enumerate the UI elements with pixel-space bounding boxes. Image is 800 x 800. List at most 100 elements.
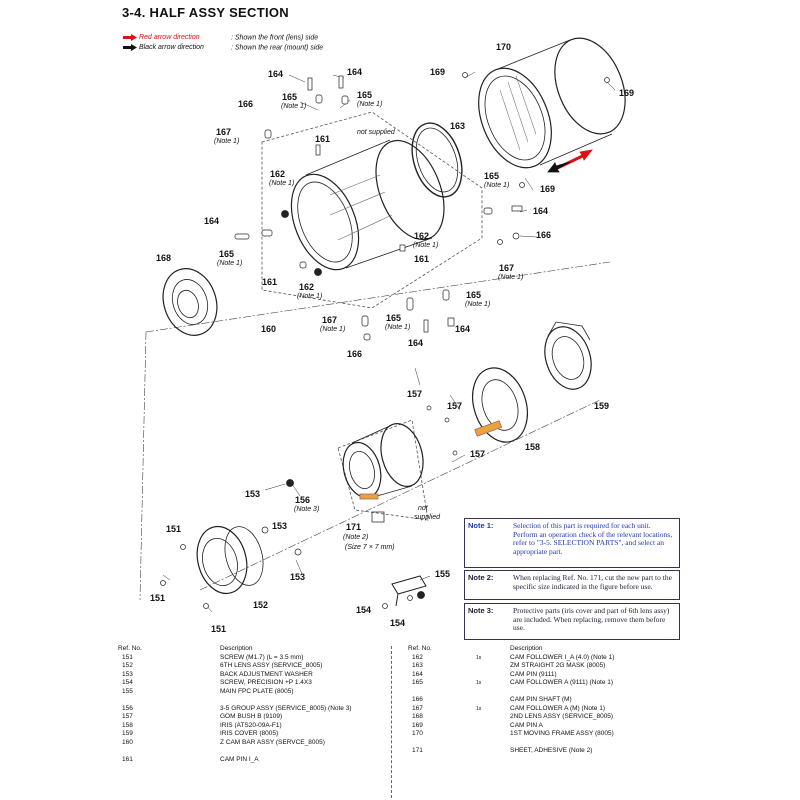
part-158-iris	[472, 367, 528, 443]
note-2-text: When replacing Ref. No. 171, cut the new…	[513, 573, 672, 591]
not-supplied-a: not supplied	[357, 129, 395, 136]
part-160-cam-barrel	[290, 139, 445, 271]
note-2-label: Note 2:	[468, 573, 494, 582]
callout-151-a: 151	[166, 524, 182, 534]
callout-165-a: 165	[282, 92, 298, 102]
part-description: CAM FOLLOWER I_A (4.0) (Note 1)	[510, 653, 615, 661]
legend-black-desc: : Shown the rear (mount) side	[230, 44, 324, 52]
callout-151-c: 151	[211, 624, 227, 634]
part-ref-no: 154	[122, 679, 133, 686]
part-ref-no: 153	[122, 670, 133, 678]
legend-red-desc: : Shown the front (lens) side	[230, 34, 319, 42]
callout-165-e: 165	[466, 290, 482, 300]
note-167-b: (Note 1)	[498, 274, 524, 281]
callout-157-b: 157	[447, 401, 463, 411]
callout-152: 152	[253, 600, 269, 610]
callout-169-b: 169	[619, 88, 635, 98]
note-box-2: Note 2: When replacing Ref. No. 171, cut…	[464, 570, 680, 600]
header-description: Description	[220, 645, 253, 652]
part-description: CAM PIN (9111)	[510, 670, 557, 678]
part-ref-no: 167	[412, 704, 423, 712]
note-162-c: (Note 1)	[297, 293, 323, 300]
supplied-label-b: supplied	[414, 514, 441, 521]
part-ref-no: 165	[412, 679, 423, 686]
note-162-a: (Note 1)	[269, 180, 295, 187]
note-3-text: Protective parts (iris cover and part of…	[513, 606, 670, 633]
note-167-c: (Note 1)	[320, 326, 346, 333]
callout-162-b: 162	[414, 231, 430, 241]
callout-165-c: 165	[484, 171, 500, 181]
note-162-b: (Note 1)	[413, 242, 439, 249]
parts-table-divider	[391, 646, 392, 798]
note-165-d: (Note 1)	[217, 260, 243, 267]
header-ref-no: Ref. No.	[118, 645, 142, 652]
note-171: (Note 2)	[343, 534, 369, 541]
legend-red-row: Red arrow direction: Shown the front (le…	[123, 34, 318, 41]
part-168-lens	[162, 268, 218, 336]
part-description: SCREW (M1.7) (L = 3.5 mm)	[220, 653, 304, 661]
callout-166-b: 166	[536, 230, 552, 240]
callout-166-c: 166	[347, 349, 363, 359]
part-description: CAM PIN SHAFT (M)	[510, 696, 572, 703]
parts-row	[118, 747, 388, 756]
part-ref-no: 151	[122, 653, 133, 661]
callout-161-c: 161	[262, 277, 278, 287]
part-mark: 1s	[476, 680, 482, 686]
part-ref-no: 164	[412, 670, 423, 678]
part-170-barrel	[478, 37, 626, 169]
part-ref-no: 163	[412, 662, 423, 669]
red-arrow-icon	[123, 34, 137, 41]
callout-156: 156	[295, 495, 311, 505]
callout-167-b: 167	[499, 263, 515, 273]
note-1-text: Selection of this part is required for e…	[513, 521, 673, 556]
parts-row	[408, 739, 678, 748]
callout-151-b: 151	[150, 593, 166, 603]
callout-160: 160	[261, 324, 277, 334]
callout-157-a: 157	[407, 389, 423, 399]
part-description: BACK ADJUSTMENT WASHER	[220, 670, 313, 678]
part-156-group-assy	[337, 419, 429, 523]
note-165-e: (Note 1)	[465, 301, 491, 308]
callout-168: 168	[156, 253, 172, 263]
size-171: (Size 7 × 7 mm)	[345, 544, 395, 551]
part-description: ZM STRAIGHT 2G MASK (8005)	[510, 662, 606, 669]
parts-row: 163 ZM STRAIGHT 2G MASK (8005)	[408, 662, 678, 671]
part-ref-no: 168	[412, 713, 423, 720]
callout-153-c: 153	[290, 572, 306, 582]
note-165-f: (Note 1)	[385, 324, 411, 331]
header-description: Description	[510, 645, 543, 652]
callout-165-d: 165	[219, 249, 235, 259]
part-ref-no: 162	[412, 653, 423, 661]
note-1-label: Note 1:	[468, 521, 494, 530]
parts-row: 151 SCREW (M1.7) (L = 3.5 mm)	[118, 654, 388, 663]
part-description: 6TH LENS ASSY (SERVICE_8005)	[220, 662, 323, 669]
part-description: Z CAM BAR ASSY (SERVCE_8005)	[220, 738, 325, 746]
callout-161-a: 161	[315, 134, 331, 144]
callout-166-a: 166	[238, 99, 254, 109]
note-167-a: (Note 1)	[214, 138, 240, 145]
callout-167-a: 167	[216, 127, 232, 137]
exploded-diagram	[139, 37, 626, 613]
part-ref-no: 156	[122, 704, 133, 712]
part-description: MAIN FPC PLATE (8005)	[220, 687, 294, 695]
callout-158: 158	[525, 442, 541, 452]
callout-153-b: 153	[272, 521, 288, 531]
callout-171: 171	[346, 522, 362, 532]
callout-153-a: 153	[245, 489, 261, 499]
callout-161-b: 161	[414, 254, 430, 264]
header-ref-no: Ref. No.	[408, 645, 432, 652]
